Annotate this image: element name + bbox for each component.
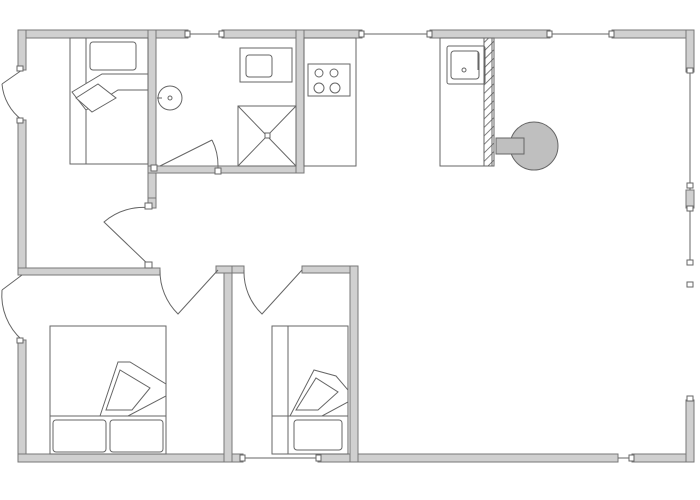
- window-mark: [546, 30, 553, 38]
- window-mark: [628, 454, 635, 462]
- door-mark: [16, 117, 24, 124]
- burner: [329, 82, 341, 94]
- door-entry-upper: [1, 69, 23, 121]
- bedroom2-top-stub: [215, 265, 233, 274]
- pillow-right: [109, 419, 164, 453]
- top-wall-right: [611, 29, 693, 39]
- top-wall-left: [17, 29, 189, 39]
- bottom-wall-middle: [317, 453, 619, 463]
- kitchen: [303, 37, 559, 171]
- bedroom2-bed: [49, 325, 167, 455]
- cooktop: [307, 63, 351, 97]
- pillow-left: [52, 419, 107, 453]
- windows: [184, 30, 694, 462]
- pillow: [293, 419, 343, 451]
- right-wall-bottom: [685, 399, 695, 463]
- bath-right-wall: [295, 29, 305, 174]
- bedroom3-right-wall: [349, 265, 359, 463]
- door-bath: [159, 139, 219, 167]
- door-bedroom1: [103, 206, 153, 269]
- pillow: [89, 41, 137, 71]
- door-mark: [16, 65, 24, 72]
- door-entry-lower: [1, 274, 23, 341]
- kitchen-sink-drain: [461, 67, 467, 73]
- shower-drain: [264, 132, 271, 139]
- blanket-fold-2: [75, 83, 117, 113]
- bedroom1-bed: [69, 37, 149, 165]
- bath-bottom-wall-right: [217, 165, 305, 174]
- window-mark: [608, 30, 615, 38]
- window-mark: [218, 30, 225, 38]
- window-mark: [315, 454, 322, 462]
- left-wall-lower: [17, 339, 27, 463]
- chimney-wall: [483, 37, 495, 167]
- bath-sink-drain: [167, 95, 173, 101]
- bedroom2-right-wall: [223, 265, 233, 463]
- top-wall-kitchen: [429, 29, 551, 39]
- blanket-fold-2: [105, 369, 151, 411]
- bottom-wall-left: [17, 453, 244, 463]
- right-wall-mid1: [685, 189, 695, 209]
- blanket-fold-2: [295, 377, 339, 411]
- stove-pipe: [495, 137, 525, 155]
- toilet-bowl: [245, 54, 273, 78]
- top-wall-middle: [221, 29, 363, 39]
- burner: [313, 82, 325, 94]
- doors: [1, 65, 303, 344]
- door-mark: [214, 167, 222, 175]
- door-mark: [16, 337, 24, 344]
- bath-bottom-wall-left: [147, 165, 219, 174]
- window-mark: [686, 259, 694, 266]
- window-mark: [686, 182, 694, 189]
- door-bedroom3: [243, 269, 303, 315]
- bedroom3-top-stub: [231, 265, 245, 274]
- window-mark: [686, 67, 694, 74]
- window-mark: [686, 281, 694, 288]
- window-mark: [426, 30, 433, 38]
- door-mark: [150, 164, 158, 172]
- burner: [314, 68, 324, 78]
- window-mark: [686, 395, 694, 402]
- kitchen-sink-basin: [450, 50, 480, 80]
- stove-counter: [303, 37, 357, 167]
- bathroom-fixtures: [157, 47, 297, 167]
- window-mark: [184, 30, 191, 38]
- bottom-wall-right: [631, 453, 695, 463]
- window-mark: [686, 205, 694, 212]
- burner: [329, 68, 339, 78]
- left-wall-upper: [17, 119, 27, 276]
- door-bedroom2: [159, 269, 219, 315]
- left-wall-top: [17, 29, 27, 71]
- door-mark: [144, 261, 153, 269]
- bedroom3-bed: [271, 325, 349, 455]
- window-mark: [239, 454, 246, 462]
- window-mark: [358, 30, 365, 38]
- door-mark: [144, 202, 153, 210]
- right-wall-top: [685, 29, 695, 73]
- bedroom1-bedroom2-wall: [17, 267, 161, 276]
